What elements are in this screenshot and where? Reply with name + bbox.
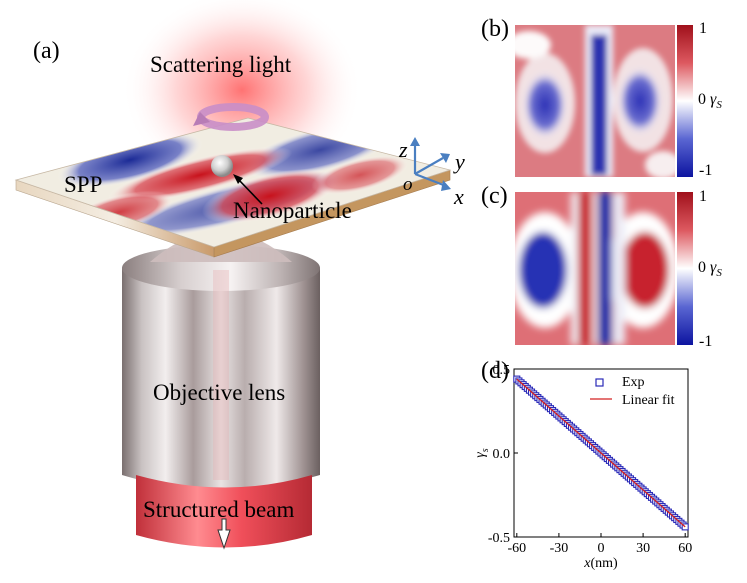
axis-y-label: y (455, 149, 465, 174)
legend-fit-label: Linear fit (622, 393, 675, 408)
panel-c-map (515, 192, 675, 345)
structured-beam-label: Structured beam (143, 497, 295, 522)
panel-c-cb-min: -1 (699, 333, 713, 350)
objective-lens-label: Objective lens (153, 380, 286, 405)
legend: Exp Linear fit (590, 375, 675, 408)
rotation-arrow-icon (193, 103, 269, 131)
y-tick-label: 0.5 (493, 363, 511, 378)
panel-c-cb-mid: 0 γS (698, 259, 722, 280)
panel-d-label: (d) (481, 358, 509, 384)
panel-b-colorbar (677, 25, 693, 177)
x-tick-label: 30 (636, 541, 650, 556)
linear-fit-line (516, 378, 686, 528)
panel-b-label: (b) (481, 16, 509, 42)
nanoparticle-sphere (211, 155, 233, 177)
nanoparticle-pointer (237, 178, 263, 205)
nanoparticle-label: Nanoparticle (233, 198, 352, 223)
y-tick-label: -0.5 (488, 531, 510, 546)
y-tick-label: 0.0 (493, 447, 511, 462)
panel-c-colorbar (677, 192, 693, 345)
up-arrow-icon (217, 518, 231, 550)
legend-exp-marker (595, 378, 604, 387)
x-tick-label: -30 (550, 541, 569, 556)
panel-a-illustration (14, 0, 452, 550)
x-tick-label: -60 (507, 541, 526, 556)
x-tick-label: 60 (678, 541, 692, 556)
panel-b-map (515, 25, 675, 177)
panel-c-cb-max: 1 (699, 188, 707, 205)
panel-a-label: (a) (33, 38, 60, 64)
y-axis-label: γs (473, 448, 491, 458)
legend-exp-label: Exp (622, 375, 645, 390)
axis-z-label: z (399, 137, 408, 162)
coordinate-axes (410, 137, 451, 191)
axis-x-label: x (454, 184, 464, 209)
panel-b-cb-max: 1 (699, 20, 707, 37)
x-tick-label: 0 (598, 541, 605, 556)
spp-label: SPP (64, 172, 103, 197)
x-axis-label: x(nm) (583, 556, 618, 571)
axis-ticks: -60 -30 0 30 60 0.5 0.0 -0.5 (488, 363, 692, 556)
scattering-light-label: Scattering light (150, 52, 292, 77)
structured-beam-cylinder (136, 475, 312, 548)
panel-b-cb-min: -1 (699, 162, 713, 179)
panel-b-cb-mid: 0 γS (698, 91, 722, 112)
axis-origin-label: o (403, 174, 413, 195)
panel-c-label: (c) (481, 183, 508, 209)
objective-lens (122, 231, 320, 548)
